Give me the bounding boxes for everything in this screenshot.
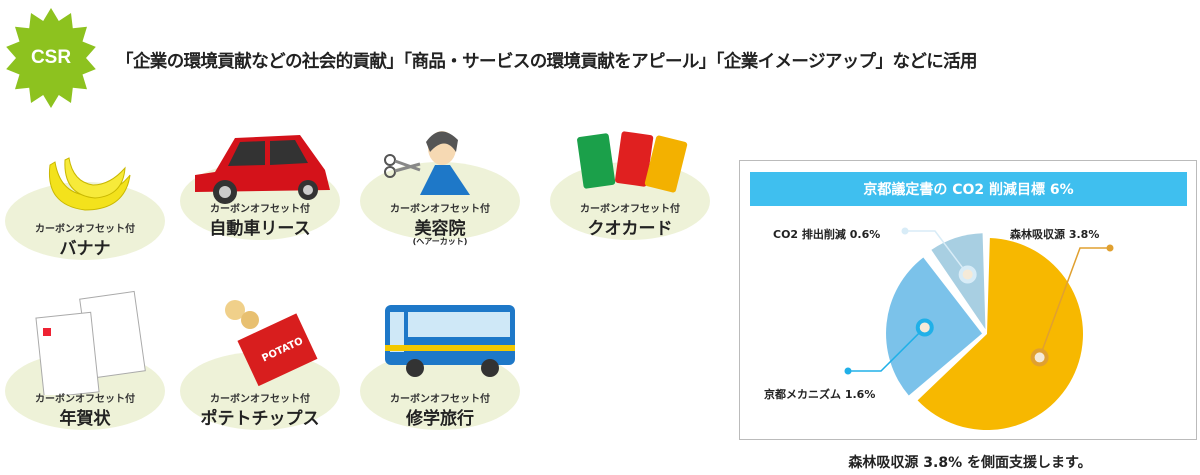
item-name: 自動車リース	[209, 219, 311, 239]
item-name: 年賀状	[59, 409, 111, 429]
postcard-icon	[35, 290, 146, 395]
leader-dot	[901, 227, 909, 235]
slice-marker	[958, 265, 977, 284]
slice-label-forest: 森林吸収源 3.8%	[1010, 228, 1100, 241]
headline: 「企業の環境貢献などの社会的貢献」「商品・サービスの環境貢献をアピール」「企業イ…	[116, 52, 978, 72]
slice-emission-reduction	[931, 233, 986, 330]
item-new-year-card: カーボンオフセット付 年賀状	[5, 290, 165, 430]
item-name: 美容院	[414, 219, 466, 239]
csr-badge-label: CSR	[30, 47, 72, 68]
item-hair-salon: カーボンオフセット付 美容院 (ヘアーカット)	[360, 130, 520, 246]
slice-marker	[915, 318, 934, 337]
leader-line	[1038, 247, 1110, 358]
item-name: クオカード	[587, 219, 673, 239]
item-subtitle: カーボンオフセット付	[580, 204, 680, 215]
slice-forest	[917, 238, 1083, 430]
bus-icon	[385, 305, 515, 377]
chart-caption: 森林吸収源 3.8% を側面支援します。	[848, 455, 1092, 471]
item-potato-chips: POTATO カーボンオフセット付 ポテトチップス	[180, 300, 340, 430]
leader-dot	[1106, 244, 1114, 252]
item-subtitle: カーボンオフセット付	[35, 394, 135, 405]
potato-chips-icon: POTATO	[225, 300, 318, 387]
co2-pie-chart: 京都議定書の CO2 削減目標 6% 森林吸収源 3.8% 京都メカニズム 1.…	[739, 160, 1197, 440]
banana-icon	[48, 157, 131, 211]
pie-svg	[844, 227, 1114, 430]
item-subtitle: カーボンオフセット付	[210, 204, 310, 215]
slice-label-kyoto-mechanism: 京都メカニズム 1.6%	[764, 388, 876, 401]
car-icon	[195, 135, 330, 204]
chart-title: 京都議定書の CO2 削減目標 6%	[750, 172, 1187, 206]
leader-line	[848, 326, 926, 372]
slice-marker	[1030, 348, 1049, 367]
leader-dot	[844, 367, 852, 375]
item-subtitle: カーボンオフセット付	[390, 394, 490, 405]
hairdresser-icon	[384, 131, 470, 195]
quo-card-icon	[577, 131, 688, 193]
item-school-trip: カーボンオフセット付 修学旅行	[360, 305, 520, 430]
item-subtitle: カーボンオフセット付	[35, 224, 135, 235]
item-name: バナナ	[59, 239, 111, 259]
item-note: (ヘアーカット)	[412, 237, 468, 246]
item-name: 修学旅行	[406, 409, 474, 429]
leader-line	[905, 230, 969, 275]
item-name: ポテトチップス	[200, 409, 320, 429]
item-car-lease: カーボンオフセット付 自動車リース	[180, 130, 340, 240]
slice-kyoto-mechanism	[886, 257, 983, 396]
item-subtitle: カーボンオフセット付	[210, 394, 310, 405]
slice-label-emission-reduction: CO2 排出削減 0.6%	[773, 228, 881, 241]
item-subtitle: カーボンオフセット付	[390, 204, 490, 215]
item-banana: カーボンオフセット付 バナナ	[5, 150, 165, 260]
csr-badge: CSR	[5, 5, 97, 111]
item-quo-card: カーボンオフセット付 クオカード	[550, 130, 710, 240]
